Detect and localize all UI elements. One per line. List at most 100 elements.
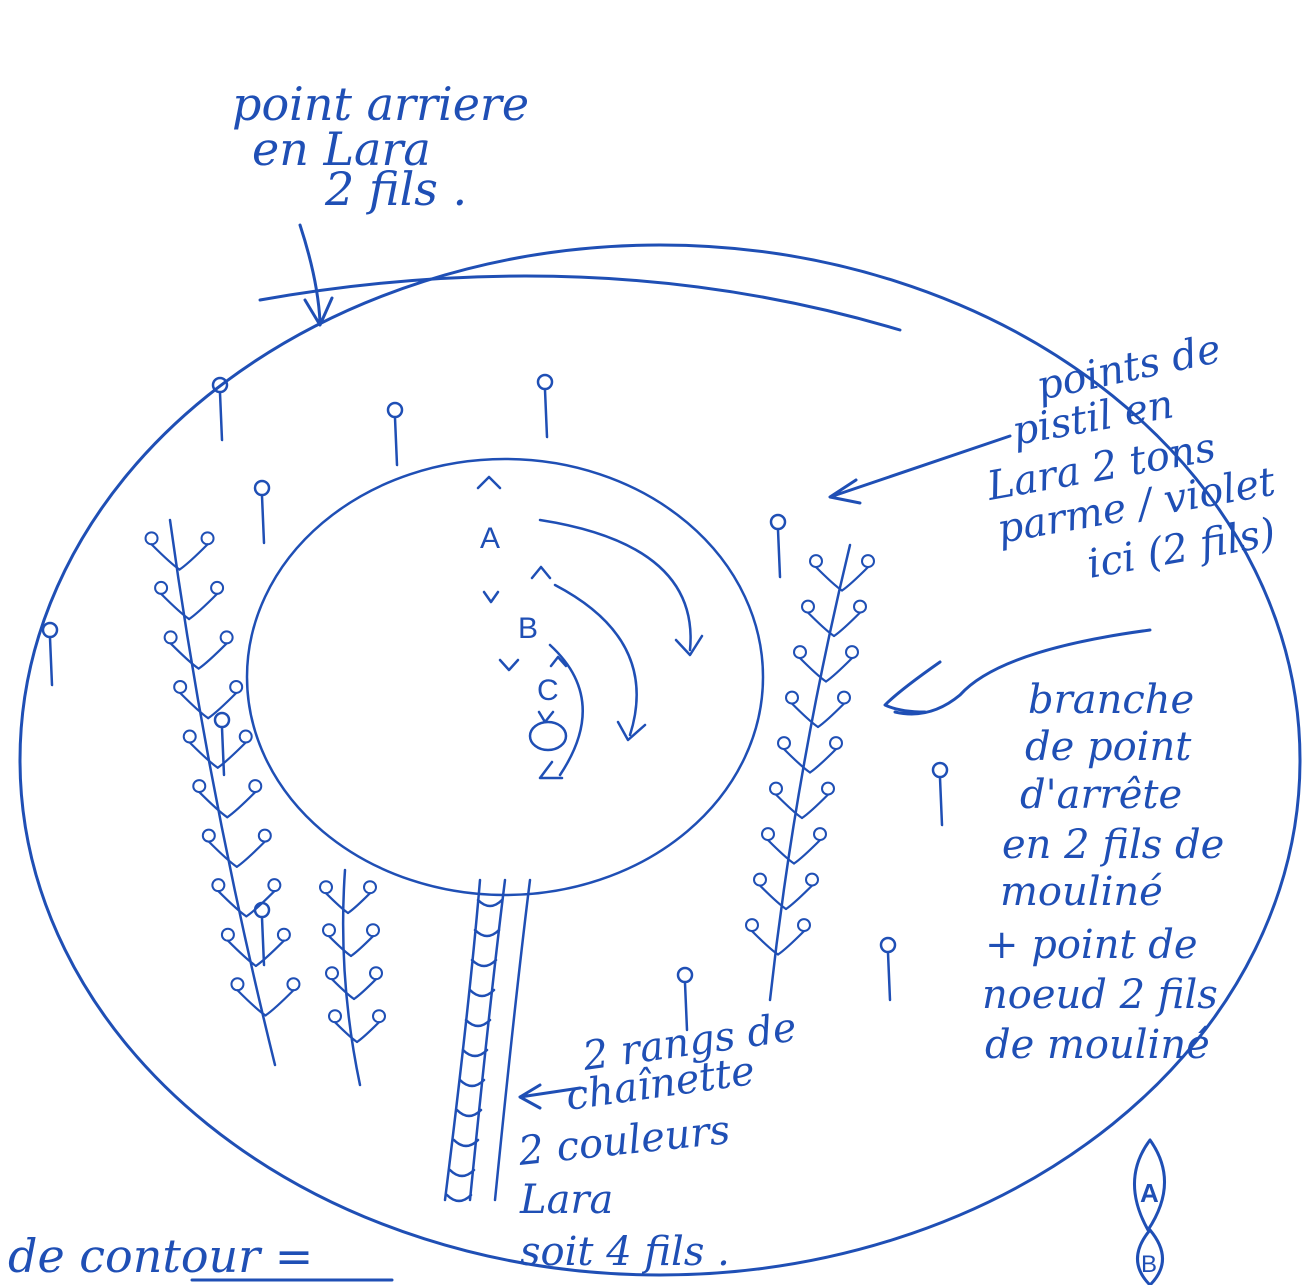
- knot-stitch: [322, 923, 336, 938]
- sprig-twig: [750, 930, 780, 956]
- pistil-stem: [220, 726, 226, 777]
- sprig-twig: [832, 611, 862, 638]
- sprig-twig: [784, 884, 814, 911]
- sprig-twig: [806, 611, 836, 638]
- knot-stitch: [248, 779, 263, 794]
- pistil-knot: [879, 936, 897, 954]
- sprig-twig: [216, 741, 247, 769]
- sprig-twig: [245, 890, 276, 918]
- sprig-twig: [207, 691, 238, 720]
- knot-stitch: [745, 918, 759, 933]
- branch-line-1: branche: [1028, 677, 1194, 723]
- knot-stitch: [805, 872, 819, 887]
- knot-stitch: [163, 630, 178, 645]
- legend-letter-a: A: [1140, 1178, 1159, 1208]
- sprig-twig: [808, 748, 838, 774]
- center-letter-b: B: [518, 612, 538, 645]
- branch-line-3: d'arrête: [1020, 772, 1182, 818]
- knot-stitch: [777, 736, 791, 751]
- sprig-twig: [800, 793, 830, 820]
- pistil-stitches: [41, 373, 949, 1032]
- sprig-stem: [168, 518, 277, 1067]
- sprig-twig: [782, 748, 812, 774]
- stitch-legend: A B: [1133, 1138, 1166, 1285]
- sprig-twig: [774, 793, 804, 820]
- sprig-twig: [179, 691, 210, 720]
- knot-stitch: [267, 878, 282, 893]
- knot-stitch: [369, 966, 383, 981]
- branch-line-6: + point de: [985, 922, 1198, 968]
- chain-stitch-rows: [443, 878, 532, 1203]
- branch-line-2: de point: [1025, 724, 1192, 770]
- knot-stitch: [219, 630, 234, 645]
- pistil-knot: [253, 479, 271, 497]
- knot-stitch: [154, 580, 169, 595]
- pistil-stem: [218, 391, 224, 442]
- pistil-stem: [260, 916, 266, 967]
- knot-stitch: [372, 1009, 386, 1024]
- sprig-twig: [217, 890, 248, 918]
- knot-stitch: [325, 966, 339, 981]
- sprig-twig: [236, 989, 267, 1017]
- branch-line-7: noeud 2 fils: [982, 972, 1218, 1018]
- knot-stitch: [220, 927, 235, 942]
- sprig-twig: [150, 543, 181, 571]
- knot-stitch: [257, 828, 272, 843]
- knot-stitch: [753, 872, 767, 887]
- sprig-twig: [352, 978, 378, 1001]
- contour-note: de contour =: [8, 1229, 313, 1283]
- knot-stitch: [861, 554, 875, 569]
- pistil-stem: [48, 636, 54, 687]
- sprig-twig: [790, 702, 820, 729]
- pistil-knot: [386, 401, 404, 419]
- sprig-twig: [254, 939, 286, 968]
- knot-stitch: [829, 736, 843, 751]
- sprig-twig: [169, 642, 200, 670]
- legend-letter-b: B: [1141, 1251, 1157, 1278]
- pistil-arrow: [828, 434, 1012, 505]
- knot-stitch: [366, 923, 380, 938]
- knot-stitch: [173, 679, 188, 694]
- sprig-twig: [333, 1021, 359, 1044]
- sprig-twig: [355, 1021, 381, 1044]
- knot-stitch: [853, 599, 867, 614]
- branch-line-5: mouliné: [1000, 869, 1163, 915]
- backstitch-arrow: [298, 223, 334, 327]
- sprig-twig: [816, 702, 846, 729]
- knot-stitch: [276, 927, 291, 942]
- pistil-knot: [536, 373, 554, 391]
- sprig-twig: [159, 592, 191, 621]
- sprig-twig: [349, 935, 375, 958]
- knot-stitch: [230, 977, 245, 992]
- pistil-stem: [938, 776, 944, 827]
- inner-circle: [245, 457, 765, 897]
- knot-stitch: [229, 679, 244, 694]
- sprig-twig: [814, 566, 844, 592]
- pistil-stem: [776, 528, 782, 579]
- pistil-knot: [41, 621, 59, 639]
- backstitch-line-3: 2 fils .: [324, 162, 467, 216]
- chain-line-4: Lara: [519, 1177, 613, 1223]
- knot-stitch: [813, 827, 827, 842]
- center-letter-c: C: [537, 674, 559, 707]
- pistil-stem: [543, 388, 549, 439]
- branch-line-4: en 2 fils de: [1002, 822, 1224, 868]
- backstitch-note: point arriere en Lara 2 fils .: [232, 77, 529, 216]
- sprig-twig: [798, 657, 828, 683]
- sprig-twig: [792, 839, 822, 865]
- chain-line-3: 2 couleurs: [515, 1107, 732, 1175]
- pistil-knot: [213, 711, 231, 729]
- backstitch-line-2: en Lara: [252, 122, 431, 176]
- knot-stitch: [809, 554, 823, 569]
- sprig-twig: [330, 978, 356, 1001]
- sprig-twig: [226, 790, 257, 819]
- sprig-twig: [840, 566, 870, 592]
- center-motif: A B C: [476, 475, 704, 780]
- knot-stitch: [238, 729, 253, 744]
- knot-stitch: [211, 878, 226, 893]
- sprig-branches: [144, 518, 875, 1087]
- sprig-stem: [768, 543, 852, 1002]
- knot-stitch: [200, 531, 215, 546]
- knot-stitch: [837, 690, 851, 705]
